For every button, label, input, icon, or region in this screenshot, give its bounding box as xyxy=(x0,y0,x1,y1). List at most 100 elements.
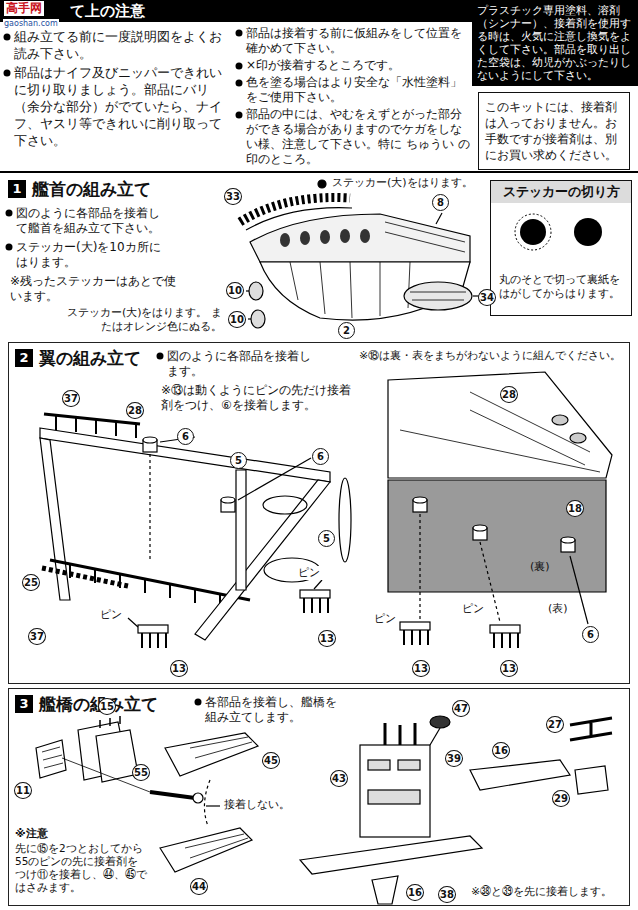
wing-drawing xyxy=(490,625,520,633)
wing-drawing xyxy=(494,633,518,648)
callout-number: 6 xyxy=(582,626,599,643)
callout-number: 2 xyxy=(338,322,355,339)
instruction-text: 部品はナイフ及びニッパーできれいに切り取りましょう。部品にバリ（余分な部分）がで… xyxy=(14,64,224,149)
callout-number: 55 xyxy=(132,764,150,781)
bow-drawing xyxy=(320,230,330,244)
wing-drawing xyxy=(388,480,606,592)
wing-frame-drawing xyxy=(70,564,220,608)
bullet-dot xyxy=(236,63,243,70)
bridge-drawing xyxy=(368,790,420,804)
part-note: ピン xyxy=(460,602,486,616)
wing-frame-drawing xyxy=(263,496,307,514)
bridge-drawing xyxy=(206,805,220,806)
wing-frame-drawing xyxy=(142,633,166,648)
bow-drawing xyxy=(340,229,350,243)
instruction-text: プラスチック専用塗料、溶剤（シンナー）、接着剤を使用する時は、火気に注意し換気を… xyxy=(477,4,633,82)
callout-number: 8 xyxy=(432,194,449,211)
box-heading: ステッカーの切り方 xyxy=(491,181,631,203)
part-note: ステッカー(大)をはります。 またはオレンジ色にぬる。 xyxy=(60,306,224,334)
watermark: 高手网 xyxy=(4,1,44,16)
instruction-text: ※㊳と㊴を先に接着します。 xyxy=(471,885,612,899)
wing-frame-drawing xyxy=(44,414,140,424)
header-frame xyxy=(0,0,472,22)
bridge-drawing xyxy=(190,737,252,758)
instruction-text: 丸のそとで切って裏紙をはがしてからはります。 xyxy=(499,273,625,301)
callout-number: 44 xyxy=(190,878,208,895)
bridge-drawing xyxy=(160,828,252,872)
wing-frame-drawing xyxy=(236,470,246,590)
callout-number: 43 xyxy=(330,770,348,787)
instruction-text: 組み立てる前に一度説明図をよくお読み下さい。 xyxy=(14,28,224,62)
bridge-drawing xyxy=(300,836,482,874)
callout-number: 39 xyxy=(445,750,463,767)
callout-number: 13 xyxy=(412,660,430,677)
callout-number: 10 xyxy=(226,282,244,299)
bridge-drawing xyxy=(150,792,195,798)
bridge-drawing xyxy=(430,728,440,745)
bow-drawing xyxy=(280,233,290,247)
instruction-text: ※⑱は裏・表をまちがわないように組んでください。 xyxy=(359,349,627,363)
wing-drawing xyxy=(570,556,588,624)
bridge-drawing xyxy=(570,718,612,740)
bridge-drawing xyxy=(372,876,398,904)
bridge-drawing xyxy=(100,716,120,728)
callout-number: 13 xyxy=(318,630,336,647)
bow-drawing xyxy=(360,229,370,243)
instruction-text: 図のように各部品を接着して艦首を組み立て下さい。 xyxy=(16,206,166,236)
bridge-drawing xyxy=(360,745,430,837)
warning-box: プラスチック専用塗料、溶剤（シンナー）、接着剤を使用する時は、火気に注意し換気を… xyxy=(472,0,638,86)
wing-drawing xyxy=(388,372,612,648)
callout-number: 28 xyxy=(500,386,518,403)
wing-frame-drawing xyxy=(238,458,311,500)
wing-drawing xyxy=(570,433,586,443)
step-number: 3 xyxy=(15,695,33,713)
wing-frame-drawing xyxy=(128,618,138,627)
bullet-dot xyxy=(236,112,243,119)
bridge-drawing xyxy=(398,760,420,770)
bow-drawing xyxy=(240,180,482,328)
callout-number: 25 xyxy=(22,574,40,591)
wing-frame-drawing xyxy=(300,590,330,598)
wing-drawing xyxy=(400,392,600,472)
bullet-dot xyxy=(6,210,13,217)
callout-number: 15 xyxy=(98,698,116,715)
wing-frame-drawing xyxy=(339,478,351,562)
section-title: て上の注意 xyxy=(70,2,145,20)
header-frame xyxy=(0,171,638,173)
part-note: ピン xyxy=(296,566,322,580)
section-title: 翼の組み立て xyxy=(39,346,141,370)
bridge-drawing xyxy=(62,758,150,792)
bridge-drawing xyxy=(430,716,450,728)
instruction-text: 部品の中には、やむをえずとがった部分ができる場合がありますのでケガをしない様、注… xyxy=(246,107,470,167)
part-note: (裏) xyxy=(530,560,550,574)
wing-frame-drawing xyxy=(149,454,150,560)
wing-drawing xyxy=(404,630,428,645)
wing-frame-drawing xyxy=(221,497,235,503)
bullet-dot xyxy=(157,353,164,360)
callout-number: 45 xyxy=(262,752,280,769)
instruction-text: ※⑬は動くようにピンの先だけ接着剤をつけ、⑥を接着します。 xyxy=(161,383,357,413)
bridge-drawing xyxy=(575,766,608,794)
wing-drawing xyxy=(561,537,575,543)
watermark: gaoshan.com xyxy=(3,19,59,29)
callout-number: 28 xyxy=(126,402,144,419)
bullet-dot xyxy=(4,70,11,77)
bow-drawing xyxy=(300,231,310,245)
bullet-dot xyxy=(195,699,202,706)
wing-drawing xyxy=(400,622,430,630)
wing-frame-drawing xyxy=(195,480,330,640)
wing-frame-drawing xyxy=(138,625,168,633)
notice-box: このキットには、接着剤は入っておりません。お手数ですが接着剤は、別にお買い求めく… xyxy=(478,92,630,170)
bow-drawing xyxy=(318,180,326,188)
part-note: ステッカー(大)をはります。 xyxy=(330,176,475,190)
bow-drawing xyxy=(280,229,370,247)
callout-number: 6 xyxy=(177,428,194,445)
bullet-dot xyxy=(236,80,243,87)
instruction-text: ステッカー(大)を10カ所にはります。 xyxy=(16,240,166,270)
bridge-drawing xyxy=(204,780,210,826)
section-panel: 3艦橋の組み立て各部品を接着し、艦橋を組み立てします。※注意先に⑮を2つとおして… xyxy=(8,688,630,906)
wing-frame-drawing xyxy=(40,414,351,648)
bow-drawing xyxy=(404,282,472,310)
part-note: ピン xyxy=(98,608,124,622)
callout-number: 6 xyxy=(312,448,329,465)
